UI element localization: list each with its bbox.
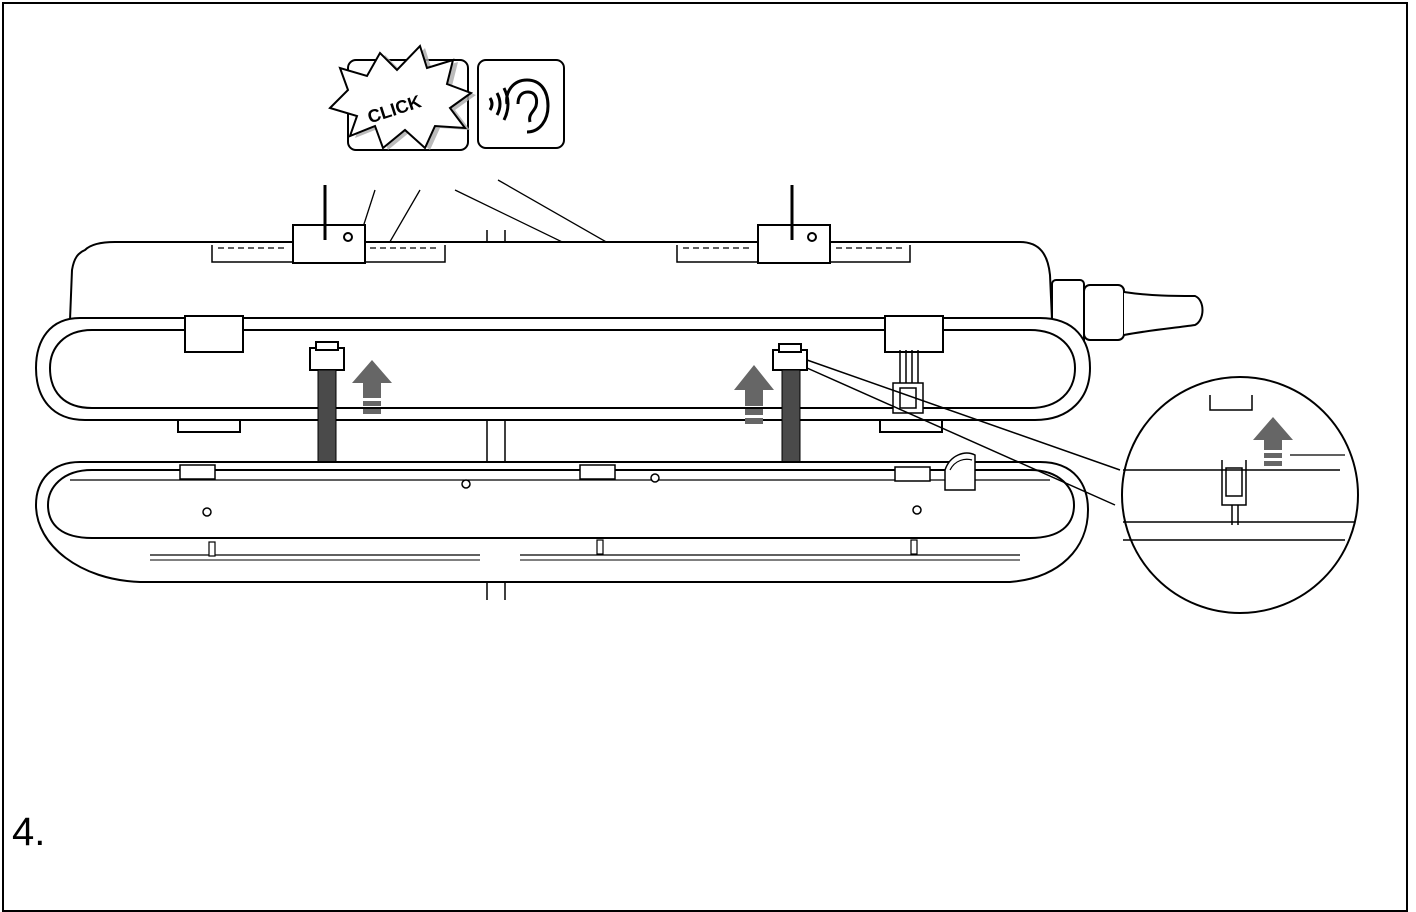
detail-magnifier xyxy=(806,359,1359,614)
upper-housing xyxy=(68,185,1054,321)
step-number: 4. xyxy=(12,810,46,854)
lower-diffuser xyxy=(34,452,1090,583)
up-arrow-icon xyxy=(734,365,774,424)
click-burst-icon: CLICK xyxy=(328,44,476,151)
connector-clip-left xyxy=(309,341,345,371)
connector-clip-right xyxy=(772,343,808,371)
up-arrow-icon xyxy=(1253,417,1293,466)
upper-frame-ring xyxy=(34,315,1092,433)
ear-sound-icon xyxy=(477,59,565,149)
up-arrow-icon xyxy=(352,360,392,414)
